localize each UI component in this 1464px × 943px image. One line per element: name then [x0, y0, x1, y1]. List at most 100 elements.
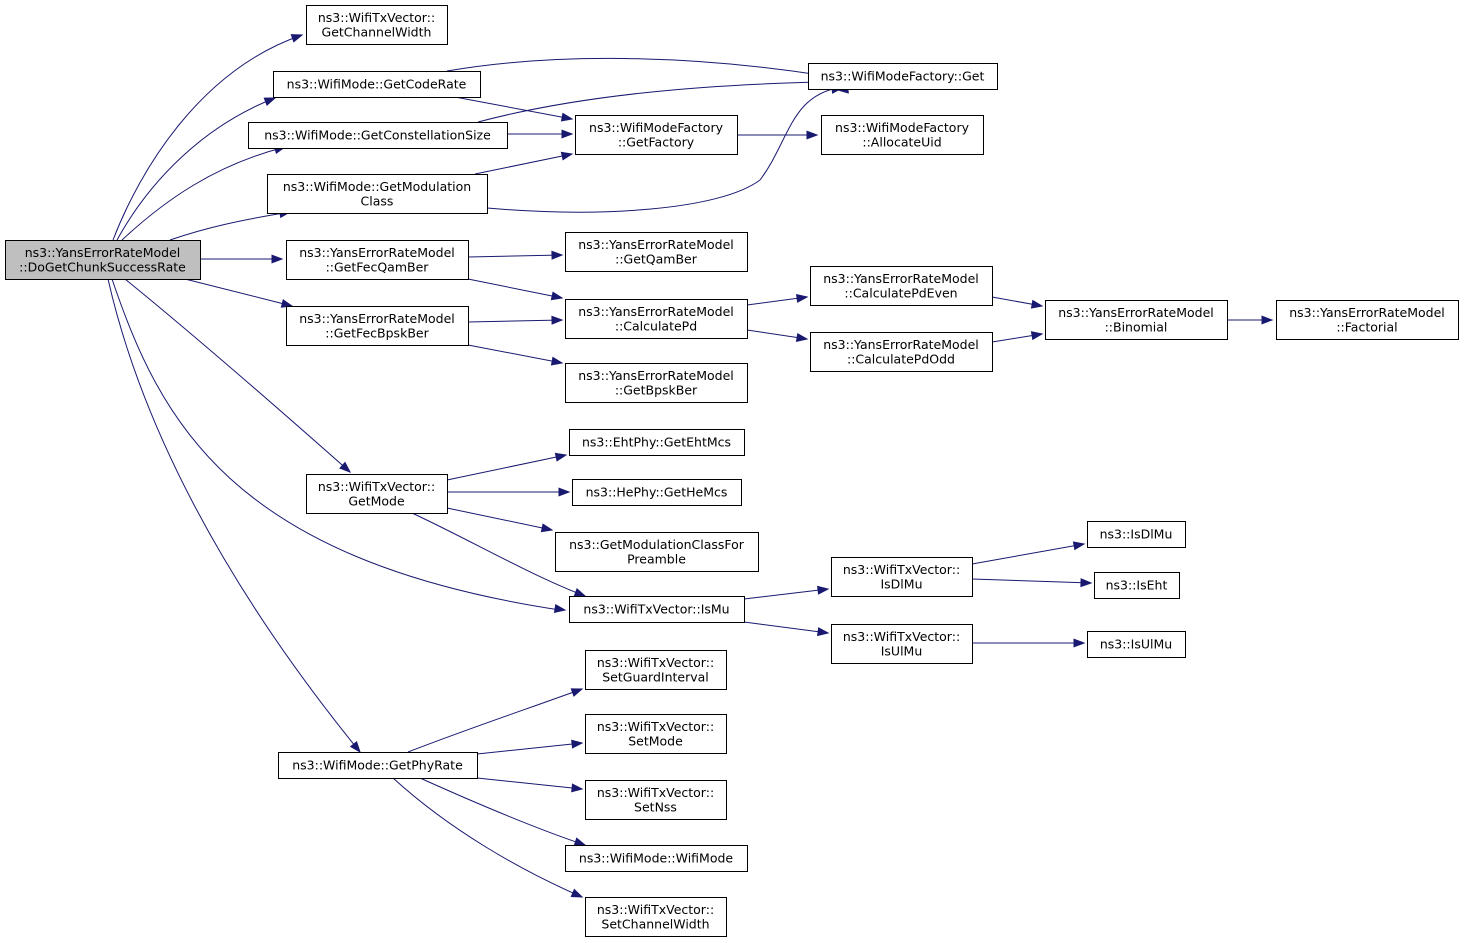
node-getQamBer[interactable]: ns3::YansErrorRateModel::GetQamBer	[565, 232, 748, 272]
node-getHeMcs[interactable]: ns3::HePhy::GetHeMcs	[572, 479, 742, 506]
node-label: ns3::WifiTxVector::	[597, 719, 714, 734]
node-isUlMu[interactable]: ns3::IsUlMu	[1087, 631, 1186, 658]
edge-calculatePdOdd-to-binomial	[991, 331, 1044, 343]
edge-line	[467, 344, 563, 364]
node-label: ns3::IsUlMu	[1100, 637, 1172, 652]
edge-getPhyRate-to-wifiModeCtor	[419, 777, 587, 846]
node-box	[569, 429, 745, 456]
node-getPhyRate[interactable]: ns3::WifiMode::GetPhyRate	[278, 752, 478, 779]
edge-root-to-txGetMode	[124, 278, 352, 473]
edge-line	[116, 97, 276, 241]
node-factorial[interactable]: ns3::YansErrorRateModel::Factorial	[1276, 300, 1459, 340]
node-calculatePdOdd[interactable]: ns3::YansErrorRateModel::CalculatePdOdd	[810, 332, 993, 372]
node-label: ns3::YansErrorRateModel	[823, 337, 978, 352]
node-label: ::GetFactory	[618, 134, 695, 149]
edge-line	[971, 543, 1085, 565]
node-box	[565, 299, 748, 339]
node-box	[831, 557, 973, 597]
node-box	[821, 115, 984, 155]
arrowhead-icon	[806, 130, 819, 140]
edge-line	[467, 278, 563, 299]
arrowhead-icon	[573, 588, 587, 597]
arrowhead-icon	[796, 293, 809, 303]
node-isDlMu[interactable]: ns3::IsDlMu	[1087, 521, 1186, 548]
edge-txIsUlMu-to-isUlMu	[972, 638, 1086, 648]
node-getChannelWidth[interactable]: ns3::WifiTxVector::GetChannelWidth	[306, 5, 448, 45]
node-getFecQamBer[interactable]: ns3::YansErrorRateModel::GetFecQamBer	[286, 240, 469, 280]
arrowhead-icon	[795, 333, 809, 342]
node-box	[1045, 300, 1228, 340]
node-wifiModeCtor[interactable]: ns3::WifiMode::WifiMode	[565, 845, 748, 872]
node-box	[1276, 300, 1459, 340]
edge-line	[446, 507, 553, 531]
edge-root-to-getCodeRate	[116, 97, 277, 241]
edge-line	[112, 34, 303, 241]
arrowhead-icon	[1030, 299, 1044, 309]
edge-line	[454, 96, 573, 120]
node-setChannelWidth[interactable]: ns3::WifiTxVector::SetChannelWidth	[585, 897, 727, 937]
node-setGuardInterval[interactable]: ns3::WifiTxVector::SetGuardInterval	[585, 650, 727, 690]
node-txIsMu[interactable]: ns3::WifiTxVector::IsMu	[569, 596, 745, 623]
node-label: SetNss	[634, 799, 677, 814]
node-getCodeRate[interactable]: ns3::WifiMode::GetCodeRate	[273, 71, 481, 98]
node-label: ::CalculatePdOdd	[847, 351, 955, 366]
node-label: ns3::WifiMode::WifiMode	[579, 851, 734, 866]
node-wmfGetFactory[interactable]: ns3::WifiModeFactory::GetFactory	[575, 115, 738, 155]
node-label: ::GetBpskBer	[615, 382, 698, 397]
node-getFecBpskBer[interactable]: ns3::YansErrorRateModel::GetFecBpskBer	[286, 306, 469, 346]
edge-getPhyRate-to-setNss	[476, 777, 584, 793]
node-getBpskBer[interactable]: ns3::YansErrorRateModel::GetBpskBer	[565, 363, 748, 403]
node-label: ns3::YansErrorRateModel	[578, 368, 733, 383]
node-calculatePdEven[interactable]: ns3::YansErrorRateModel::CalculatePdEven	[810, 266, 993, 306]
node-getConstellationSize[interactable]: ns3::WifiMode::GetConstellationSize	[248, 122, 508, 149]
node-calculatePd[interactable]: ns3::YansErrorRateModel::CalculatePd	[565, 299, 748, 339]
edge-line	[111, 278, 561, 611]
node-label: ns3::WifiTxVector::	[843, 562, 960, 577]
node-setNss[interactable]: ns3::WifiTxVector::SetNss	[585, 780, 727, 820]
node-label: ns3::EhtPhy::GetEhtMcs	[582, 435, 731, 450]
edge-line	[184, 278, 293, 307]
edge-getCodeRate-to-wmfGetFactory	[454, 96, 574, 122]
edge-line	[476, 777, 583, 790]
node-label: ::GetFecQamBer	[326, 259, 430, 274]
edge-line	[419, 777, 586, 846]
node-wmfGet[interactable]: ns3::WifiModeFactory::Get	[808, 63, 998, 90]
node-label: ns3::GetModulationClassFor	[569, 537, 745, 552]
node-isEht[interactable]: ns3::IsEht	[1094, 572, 1180, 599]
node-box	[569, 596, 745, 623]
node-label: Class	[361, 193, 394, 208]
node-txIsUlMu[interactable]: ns3::WifiTxVector::IsUlMu	[831, 624, 973, 664]
node-box	[273, 71, 481, 98]
node-label: ns3::IsEht	[1106, 578, 1168, 593]
arrowhead-icon	[560, 112, 574, 122]
node-label: ns3::YansErrorRateModel	[578, 237, 733, 252]
node-getEhtMcs[interactable]: ns3::EhtPhy::GetEhtMcs	[569, 429, 745, 456]
node-label: ns3::YansErrorRateModel	[299, 311, 454, 326]
node-label: SetMode	[628, 733, 683, 748]
node-box	[1094, 572, 1180, 599]
node-getModulationClass[interactable]: ns3::WifiMode::GetModulationClass	[267, 174, 488, 214]
node-root[interactable]: ns3::YansErrorRateModel::DoGetChunkSucce…	[5, 240, 201, 280]
arrowhead-icon	[553, 604, 567, 613]
edge-line	[446, 57, 821, 76]
edge-line	[446, 454, 567, 481]
node-label: IsDlMu	[880, 576, 922, 591]
edge-txIsDlMu-to-isDlMu	[971, 541, 1086, 565]
node-box	[831, 624, 973, 664]
node-label: SetChannelWidth	[601, 916, 709, 931]
edge-calculatePd-to-calculatePdEven	[746, 293, 809, 306]
edge-getConstellationSize-to-wmfGetFactory	[507, 129, 574, 139]
node-txGetMode[interactable]: ns3::WifiTxVector::GetMode	[306, 474, 448, 514]
node-label: ns3::YansErrorRateModel	[299, 245, 454, 260]
arrowhead-icon	[817, 585, 830, 595]
edge-getFecBpskBer-to-calculatePd	[467, 315, 564, 325]
edge-line	[411, 512, 586, 597]
node-wmfAllocateUid[interactable]: ns3::WifiModeFactory::AllocateUid	[821, 115, 984, 155]
node-setMode[interactable]: ns3::WifiTxVector::SetMode	[585, 714, 727, 754]
node-box	[585, 714, 727, 754]
node-txIsDlMu[interactable]: ns3::WifiTxVector::IsDlMu	[831, 557, 973, 597]
node-binomial[interactable]: ns3::YansErrorRateModel::Binomial	[1045, 300, 1228, 340]
node-label: ns3::IsDlMu	[1100, 527, 1173, 542]
